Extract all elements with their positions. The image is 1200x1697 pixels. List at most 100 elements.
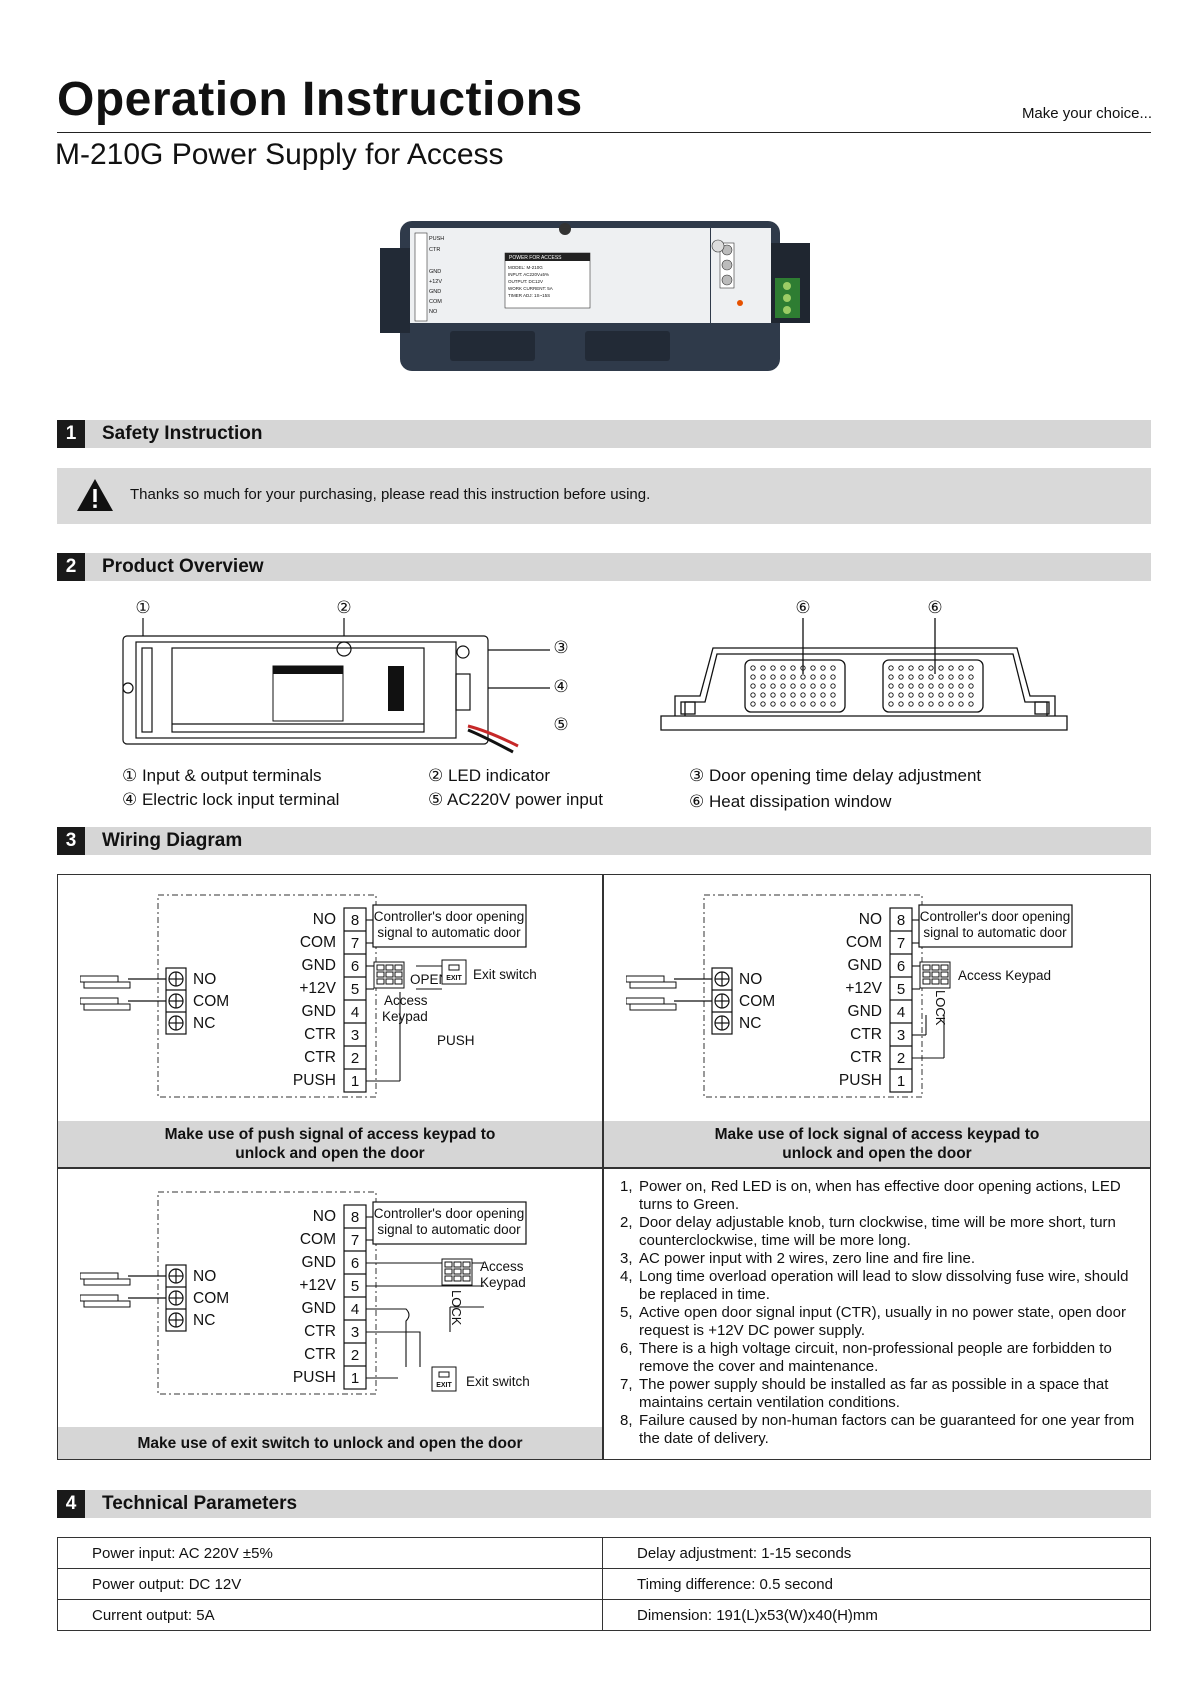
- terminal-num: 3: [897, 1027, 905, 1044]
- terminal-num: 7: [897, 935, 905, 952]
- terminal-num: 8: [351, 1209, 359, 1226]
- section-title: Wiring Diagram: [102, 830, 243, 851]
- note-number: 3,: [620, 1250, 633, 1267]
- table-row: Power output: DC 12V Timing difference: …: [57, 1568, 1151, 1600]
- lock-terminal-label: NC: [193, 1312, 215, 1329]
- header-rule: [57, 132, 1151, 133]
- caption-line: Make use of lock signal of access keypad…: [714, 1126, 1040, 1143]
- keypad-icon: [919, 961, 951, 989]
- tagline: Make your choice...: [1021, 105, 1152, 122]
- push-label: PUSH: [437, 1033, 475, 1048]
- terminal-label: CTR: [304, 1323, 336, 1340]
- legend-item-heat-window: ⑥ Heat dissipation window: [689, 792, 892, 811]
- label-terminal-no: NO: [429, 309, 438, 315]
- section-tech-header: 4 Technical Parameters: [57, 1490, 1151, 1518]
- note-item: 6, There is a high voltage circuit, non-p…: [620, 1340, 1140, 1376]
- terminal-label: CTR: [850, 1026, 882, 1043]
- wiring-diagram-exit: NO COM GND +12V GND CTR CTR PUSH 8 7 6 5…: [80, 1191, 530, 1395]
- led-indicator-icon: [559, 223, 571, 235]
- controller-line: Controller's door opening: [374, 1206, 524, 1221]
- terminal-num: 6: [351, 1255, 359, 1272]
- marker-3: ③: [553, 638, 568, 657]
- label-timer-adj: TIMER ADJ: 1S~15S: [508, 293, 550, 298]
- note-item: 7, The power supply should be installed a…: [620, 1376, 1140, 1412]
- section-overview-header: 2 Product Overview: [57, 553, 1151, 581]
- terminal-label: NO: [859, 911, 882, 928]
- note-item: 3,AC power input with 2 wires, zero line…: [620, 1250, 1140, 1268]
- legend-item-ac-input: ⑤ AC220V power input: [428, 790, 603, 809]
- legend-item-terminals: ① Input & output terminals: [122, 766, 322, 785]
- controller-line: Controller's door opening: [374, 909, 524, 924]
- note-number: 2,: [620, 1214, 633, 1231]
- section-title: Technical Parameters: [102, 1493, 298, 1514]
- terminal-num: 1: [897, 1073, 905, 1090]
- controller-line: signal to automatic door: [923, 925, 1067, 940]
- label-terminal-12v: +12V: [429, 279, 442, 285]
- note-item: 8,Failure caused by non-human factors ca…: [620, 1412, 1140, 1448]
- electric-lock-icon: [80, 975, 131, 1011]
- table-row: Current output: 5A Dimension: 191(L)x53(…: [57, 1599, 1151, 1631]
- section-number: 2: [57, 553, 85, 581]
- electric-lock-icon: [626, 975, 677, 1011]
- lock-terminal-label: COM: [193, 993, 229, 1010]
- page-subtitle: M-210G Power Supply for Access: [55, 138, 504, 171]
- terminal-label: +12V: [299, 980, 336, 997]
- label-terminal-gnd2: GND: [429, 289, 441, 295]
- exit-label: EXIT: [446, 975, 462, 982]
- terminal-num: 1: [351, 1073, 359, 1090]
- label-input: INPUT: AC220V±5%: [508, 272, 549, 277]
- note-number: 7,: [620, 1376, 633, 1393]
- keypad-label: Keypad: [382, 1009, 428, 1024]
- page-title: Operation Instructions: [57, 73, 583, 126]
- terminal-num: 6: [351, 958, 359, 975]
- terminal-num: 4: [897, 1004, 905, 1021]
- terminal-num: 4: [351, 1301, 359, 1318]
- label-panel-title: POWER FOR ACCESS: [509, 255, 562, 261]
- caption-line: unlock and open the door: [782, 1145, 972, 1162]
- wiring-diagram-lock: NO COM GND +12V GND CTR CTR PUSH 8 7 6 5…: [626, 894, 1073, 1098]
- warning-icon: [77, 479, 113, 511]
- note-text: Failure caused by non-human factors can …: [639, 1412, 1135, 1447]
- keypad-icon: [441, 1258, 473, 1286]
- note-text: There is a high voltage circuit, non-pro…: [639, 1340, 1112, 1375]
- keypad-icon: [373, 961, 405, 989]
- terminal-label: GND: [848, 1003, 882, 1020]
- label-terminal-gnd: GND: [429, 269, 441, 275]
- exit-switch-label: Exit switch: [473, 967, 537, 982]
- lock-terminal-label: NC: [193, 1015, 215, 1032]
- note-number: 5,: [620, 1304, 633, 1321]
- label-terminal-push: PUSH: [429, 236, 444, 242]
- terminal-label: CTR: [304, 1049, 336, 1066]
- marker-6b: ⑥: [927, 598, 942, 617]
- wiring-diagram-push: NO COM GND +12V GND CTR CTR PUSH 8 7 6 5…: [80, 894, 537, 1098]
- table-row: Power input: AC 220V ±5% Delay adjustmen…: [57, 1537, 1151, 1569]
- section-number: 3: [57, 827, 85, 855]
- marker-6a: ⑥: [795, 598, 810, 617]
- controller-line: signal to automatic door: [377, 1222, 521, 1237]
- exit-label: EXIT: [436, 1382, 452, 1389]
- keypad-label: Access: [384, 993, 428, 1008]
- lock-terminal-label: NO: [739, 971, 762, 988]
- section-title: Product Overview: [102, 556, 264, 577]
- section-number: 4: [57, 1490, 85, 1518]
- legend-item-delay: ③ Door opening time delay adjustment: [689, 766, 982, 785]
- wiring-caption-2: Make use of lock signal of access keypad…: [604, 1121, 1150, 1167]
- table-cell: Current output: 5A: [57, 1599, 603, 1631]
- overview-side-diagram: ⑥ ⑥: [660, 598, 1068, 731]
- terminal-num: 2: [351, 1050, 359, 1067]
- controller-line: Controller's door opening: [920, 909, 1070, 924]
- lock-terminal-label: COM: [739, 993, 775, 1010]
- wiring-caption-1: Make use of push signal of access keypad…: [58, 1121, 602, 1167]
- note-number: 6,: [620, 1340, 633, 1357]
- note-text: Active open door signal input (CTR), usu…: [639, 1304, 1126, 1339]
- exit-switch-label: Exit switch: [466, 1374, 530, 1389]
- terminal-num: 8: [351, 912, 359, 929]
- lock-vertical-label: LOCK: [933, 990, 948, 1026]
- keypad-label: Keypad: [480, 1275, 526, 1290]
- note-text: The power supply should be installed as …: [639, 1376, 1109, 1411]
- marker-2: ②: [336, 598, 351, 617]
- terminal-label: PUSH: [839, 1072, 882, 1089]
- exit-switch-icon: EXIT: [431, 1366, 457, 1392]
- controller-line: signal to automatic door: [377, 925, 521, 940]
- note-item: 1,Power on, Red LED is on, when has effe…: [620, 1178, 1140, 1214]
